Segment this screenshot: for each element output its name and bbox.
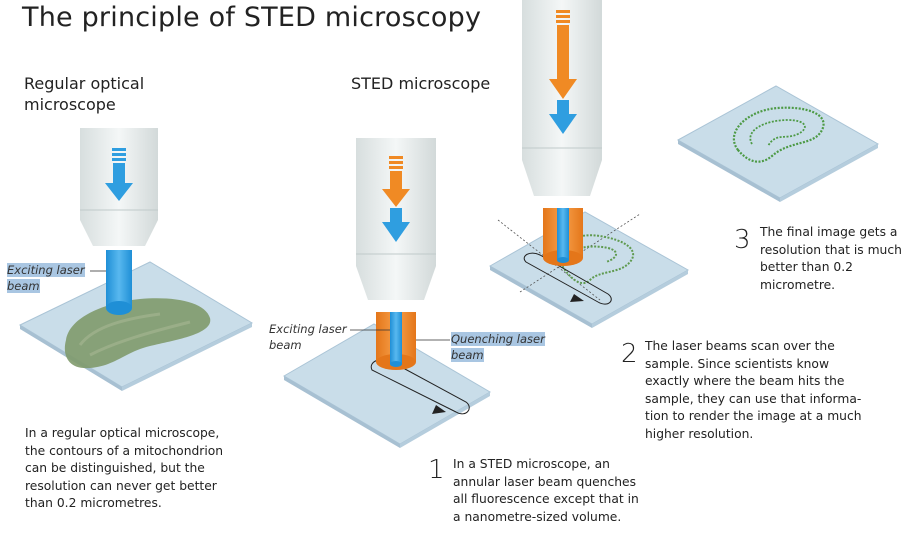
step-2-line: sample. Since scientists know xyxy=(645,356,829,371)
mitochondrion-outline-final xyxy=(732,106,825,163)
regular-caption-line: In a regular optical microscope, xyxy=(25,426,220,440)
quenching-laser-line2: beam xyxy=(451,348,484,362)
sted-microscope-panel xyxy=(283,138,491,448)
page-title: The principle of STED microscopy xyxy=(22,2,482,33)
exciting-laser-sted-line1: Exciting laser xyxy=(269,322,347,336)
quench-arrow-sted xyxy=(382,156,410,207)
regular-caption-line: than 0.2 micrometres. xyxy=(25,496,162,510)
step-2-line: tion to render the image at a much xyxy=(645,409,862,423)
quenching-laser-label: Quenching laser beam xyxy=(451,331,545,363)
step-1-line: In a STED microscope, an xyxy=(453,457,610,471)
step-1-line: all fluorescence except that in xyxy=(453,492,639,506)
exciting-laser-label-line1: Exciting laser xyxy=(7,263,85,277)
exciting-beam-sted xyxy=(390,312,402,364)
step-3-text: The final image gets a resolution that i… xyxy=(760,224,920,294)
step-2-text: The laser beams scan over the sample. Si… xyxy=(645,338,895,443)
step-3-number: 3 xyxy=(734,225,751,255)
step-2-number: 2 xyxy=(621,339,638,369)
step-3-line: micrometre. xyxy=(760,277,836,292)
regular-heading-line1: Regular optical xyxy=(24,74,145,93)
regular-microscope-panel xyxy=(18,128,254,391)
step-2-line: higher resolution. xyxy=(645,426,754,441)
regular-caption-line: can be distinguished, but the xyxy=(25,461,205,475)
step-2-line: sample, they can use that informa- xyxy=(645,391,862,406)
step-1-text: In a STED microscope, an annular laser b… xyxy=(453,456,673,526)
excite-arrow-scanning xyxy=(549,100,577,134)
step-3-line: resolution that is much xyxy=(760,242,902,257)
regular-heading: Regular optical microscope xyxy=(24,73,144,115)
regular-caption-line: the contours of a mitochondrion xyxy=(25,443,224,458)
step-1-line: annular laser beam quenches xyxy=(453,474,637,489)
step-2-line: exactly where the beam hits the xyxy=(645,374,845,388)
step-1-line: a nanometre-sized volume. xyxy=(453,509,622,524)
excite-arrow-regular xyxy=(105,148,133,201)
scanning-panel xyxy=(488,0,690,328)
slide-final xyxy=(676,85,880,199)
step-1-number: 1 xyxy=(428,455,445,485)
exciting-laser-label-line2: beam xyxy=(7,279,40,293)
regular-heading-line2: microscope xyxy=(24,95,116,114)
excite-arrow-sted xyxy=(382,208,410,242)
final-image-panel xyxy=(676,85,880,202)
exciting-laser-sted-line2: beam xyxy=(269,338,302,352)
step-3-line: better than 0.2 xyxy=(760,260,853,274)
regular-caption-line: resolution can never get better xyxy=(25,478,217,493)
step-2-line: The laser beams scan over the xyxy=(645,339,835,353)
exciting-beam-regular xyxy=(106,250,132,308)
slide-scanning xyxy=(488,211,690,325)
quench-arrow-scanning xyxy=(549,10,577,99)
regular-caption: In a regular optical microscope, the con… xyxy=(25,425,265,513)
step-3-line: The final image gets a xyxy=(760,225,898,239)
exciting-beam-scanning xyxy=(557,208,569,260)
quenching-laser-line1: Quenching laser xyxy=(451,332,545,346)
exciting-laser-label-sted: Exciting laser beam xyxy=(269,321,347,353)
exciting-laser-label-regular: Exciting laser beam xyxy=(7,262,85,294)
sted-heading: STED microscope xyxy=(351,74,491,93)
